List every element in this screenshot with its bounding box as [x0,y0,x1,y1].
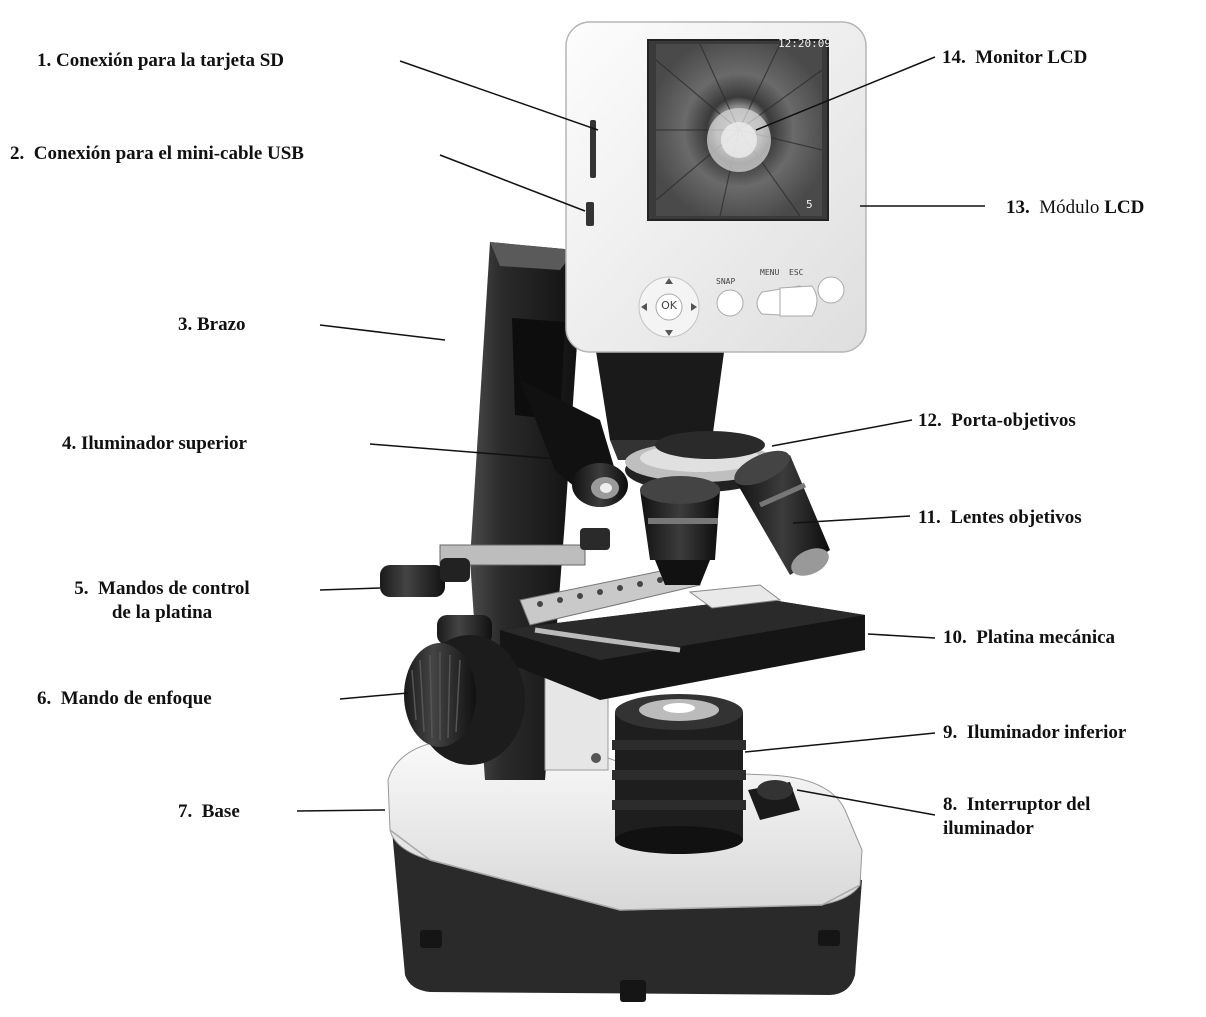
ok-button[interactable]: OK [656,299,682,312]
lcd-counter-readout: 5 [806,198,813,211]
label-usb-connection: 2. Conexión para el mini-cable USB [10,142,304,166]
label-illuminator-switch: 8. Interruptor del iluminador [943,793,1090,841]
esc-button-label: ESC [789,268,803,277]
menu-button-label: MENU [760,268,779,277]
label-nosepiece: 12. Porta-objetivos [918,409,1076,433]
bottom-illuminator [612,694,746,854]
label-bottom-illuminator: 9. Iluminador inferior [943,721,1126,745]
label-stage-control-knobs: 5. Mandos de control de la platina [48,577,276,625]
focus-knob-illustration [404,635,525,765]
snap-button-label: SNAP [716,277,735,286]
ok-button-label: OK [661,299,677,312]
label-base: 7. Base [178,800,240,824]
label-focus-knob: 6. Mando de enfoque [37,687,212,711]
label-sd-connection: 1. Conexión para la tarjeta SD [37,49,284,73]
lcd-time-readout: 12:20:09 [778,37,831,50]
label-objectives: 11. Lentes objetivos [918,506,1082,530]
label-lcd-module: 13. Módulo LCD [1006,196,1144,220]
label-lcd-monitor: 14. Monitor LCD [942,46,1087,70]
lcd-monitor-illustration [648,40,828,220]
label-mechanical-stage: 10. Platina mecánica [943,626,1115,650]
label-arm: 3. Brazo [178,313,246,337]
label-top-illuminator: 4. Iluminador superior [62,432,247,456]
